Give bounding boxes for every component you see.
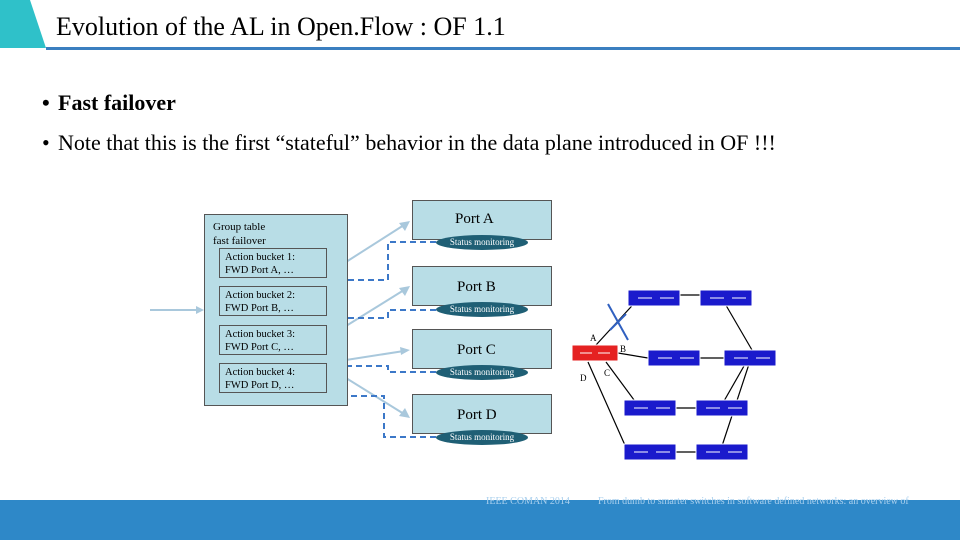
failover-switch-icon <box>571 344 619 362</box>
port-a-box: Port A <box>412 200 552 240</box>
bucket-arrowhead-b <box>399 286 410 296</box>
bucket-label: Action bucket 1: <box>225 252 295 263</box>
status-feedback-d <box>340 395 436 438</box>
action-bucket-1: Action bucket 1: FWD Port A, … <box>219 248 327 278</box>
action-bucket-4: Action bucket 4: FWD Port D, … <box>219 363 327 393</box>
action-bucket-3: Action bucket 3: FWD Port C, … <box>219 325 327 355</box>
bullet-dot: • <box>42 90 50 115</box>
status-feedback-c <box>340 365 436 373</box>
port-d-box: Port D <box>412 394 552 434</box>
group-table-box: Group table fast failover Action bucket … <box>204 214 348 406</box>
bucket-arrowhead-d <box>399 408 410 418</box>
slide-title: Evolution of the AL in Open.Flow : OF 1.… <box>56 12 506 41</box>
status-monitoring-badge: Status monitoring <box>436 235 528 250</box>
group-table-subtitle: fast failover <box>213 235 266 247</box>
bullet-item: • Fast failover <box>42 90 176 116</box>
status-monitoring-badge: Status monitoring <box>436 430 528 445</box>
bucket-label: Action bucket 4: <box>225 367 295 378</box>
group-table-title: Group table <box>213 221 266 233</box>
bullet-text: Note that this is the first “stateful” b… <box>58 130 776 155</box>
bucket-action: FWD Port D, … <box>225 380 295 391</box>
switch-middle-right-icon <box>723 349 777 367</box>
bucket-action: FWD Port C, … <box>225 342 294 353</box>
switch-bottom-left-icon <box>623 443 677 461</box>
port-label: Port D <box>457 407 497 423</box>
port-b-box: Port B <box>412 266 552 306</box>
link-label-a: A <box>590 333 597 343</box>
input-arrowhead <box>196 306 204 314</box>
port-c-box: Port C <box>412 329 552 369</box>
footer-reference: From dumb to smarter switches in softwar… <box>598 496 909 507</box>
bullet-text: Fast failover <box>58 90 176 115</box>
bucket-arrowhead-c <box>400 347 410 355</box>
footer-venue: IEEE COMAN 2014 <box>486 496 570 507</box>
bullet-item: • Note that this is the first “stateful” … <box>42 130 776 156</box>
switch-arrows-icon <box>580 297 770 453</box>
link-label-d: D <box>580 373 587 383</box>
port-label: Port B <box>457 279 496 295</box>
link-failure-mark-2 <box>609 313 627 331</box>
switch-middle-left-icon <box>647 349 701 367</box>
status-feedback-b <box>340 309 436 319</box>
switch-top-right-icon <box>699 289 753 307</box>
status-monitoring-badge: Status monitoring <box>436 365 528 380</box>
bucket-arrow-c <box>345 350 405 361</box>
port-label: Port C <box>457 342 496 358</box>
bucket-label: Action bucket 3: <box>225 329 295 340</box>
bucket-arrow-b <box>345 289 405 327</box>
status-feedback-a <box>340 241 436 281</box>
bucket-label: Action bucket 2: <box>225 290 295 301</box>
action-bucket-2: Action bucket 2: FWD Port B, … <box>219 286 327 316</box>
bucket-arrow-a <box>345 224 405 263</box>
port-label: Port A <box>455 211 494 227</box>
bucket-arrowhead-a <box>399 221 410 231</box>
status-monitoring-badge: Status monitoring <box>436 302 528 317</box>
bullet-dot: • <box>42 130 50 155</box>
switch-top-left-icon <box>627 289 681 307</box>
bucket-action: FWD Port A, … <box>225 265 294 276</box>
link-label-c: C <box>604 368 611 378</box>
footer-bar <box>0 500 960 540</box>
bucket-action: FWD Port B, … <box>225 303 294 314</box>
switch-lower-left-icon <box>623 399 677 417</box>
link-d <box>587 361 629 453</box>
title-underline <box>46 47 960 50</box>
switch-bottom-right-icon <box>695 443 749 461</box>
link-label-b: B <box>620 344 627 354</box>
switch-lower-right-icon <box>695 399 749 417</box>
